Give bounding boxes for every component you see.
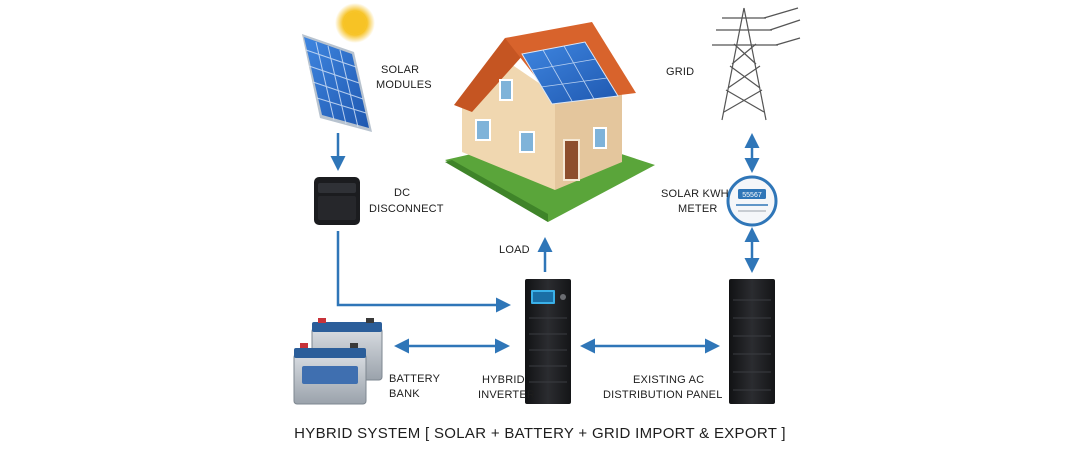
distribution-panel-icon <box>729 279 775 404</box>
distribution-panel-label-line2: DISTRIBUTION PANEL <box>603 389 723 401</box>
hybrid-inverter-icon <box>525 279 571 404</box>
load-label: LOAD <box>499 244 530 256</box>
kwh-meter-label-line2: METER <box>678 203 718 215</box>
kwh-meter-label-line1: SOLAR KWH <box>661 188 729 200</box>
kwh-meter-icon <box>726 175 778 227</box>
house-icon <box>445 22 655 222</box>
grid-label: GRID <box>666 66 694 78</box>
solar-modules-label-line1: SOLAR <box>381 64 419 76</box>
solar-modules-icon <box>302 3 375 132</box>
dc-disconnect-icon <box>314 177 360 225</box>
battery-bank-label-line1: BATTERY <box>389 373 441 385</box>
kwh-meter-display: 55567 <box>742 192 762 199</box>
dc-disconnect-label-line2: DISCONNECT <box>369 203 444 215</box>
hybrid-inverter-label-line2: INVERTER <box>478 389 535 401</box>
distribution-panel-label-line1: EXISTING AC <box>633 374 704 386</box>
hybrid-inverter-label-line1: HYBRID <box>482 374 525 386</box>
battery-bank-icon <box>293 318 383 405</box>
flow-arrow-disconnect-to-inverter <box>336 231 511 313</box>
solar-modules-label-line2: MODULES <box>376 79 432 91</box>
grid-tower-icon <box>712 7 801 121</box>
diagram-caption: HYBRID SYSTEM [ SOLAR + BATTERY + GRID I… <box>294 425 786 442</box>
dc-disconnect-label-line1: DC <box>394 187 410 199</box>
battery-bank-label-line2: BANK <box>389 388 420 400</box>
